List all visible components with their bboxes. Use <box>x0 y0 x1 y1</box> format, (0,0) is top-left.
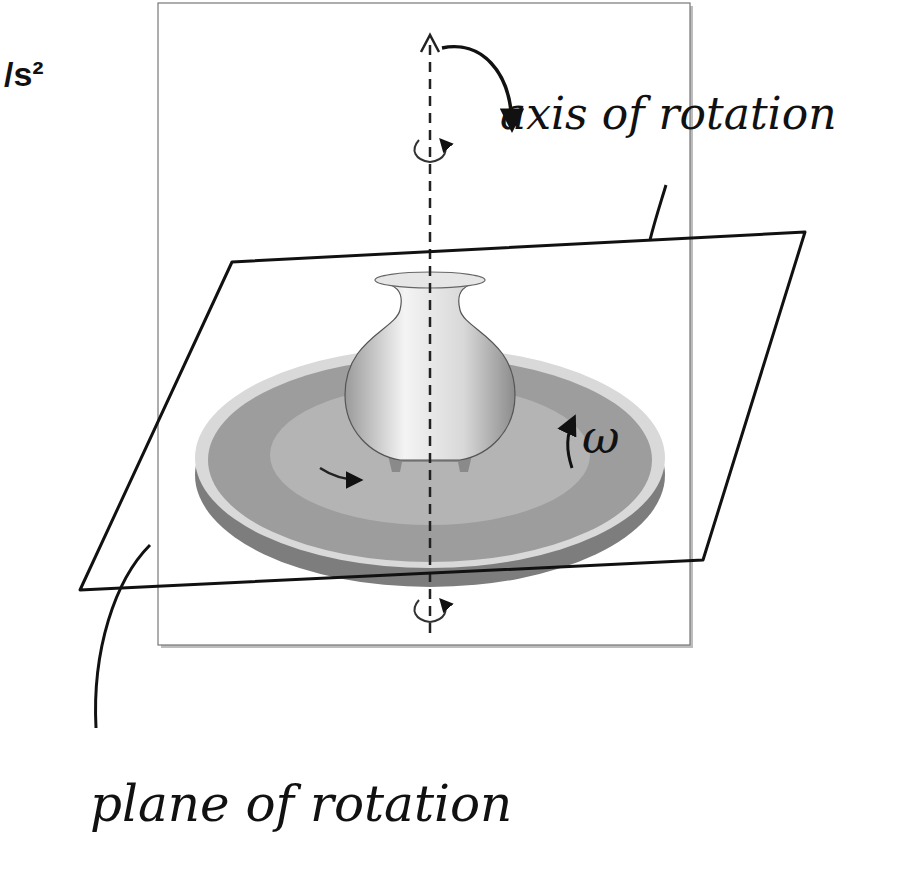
plane-outline <box>80 232 805 590</box>
axis-line <box>429 45 432 640</box>
rotation-symbol <box>415 140 446 162</box>
axis-label: axis of rotation <box>500 88 836 139</box>
rotation-arrow <box>320 468 360 480</box>
leader-line <box>96 545 150 728</box>
plane-label: plane of rotation <box>90 775 512 833</box>
axis-arrowhead <box>421 35 439 52</box>
rotation-symbol <box>415 600 446 622</box>
leader-line <box>650 185 666 240</box>
omega-arrow <box>568 418 574 468</box>
omega-symbol: ω <box>582 410 620 464</box>
unit-fragment: /s² <box>4 55 44 94</box>
